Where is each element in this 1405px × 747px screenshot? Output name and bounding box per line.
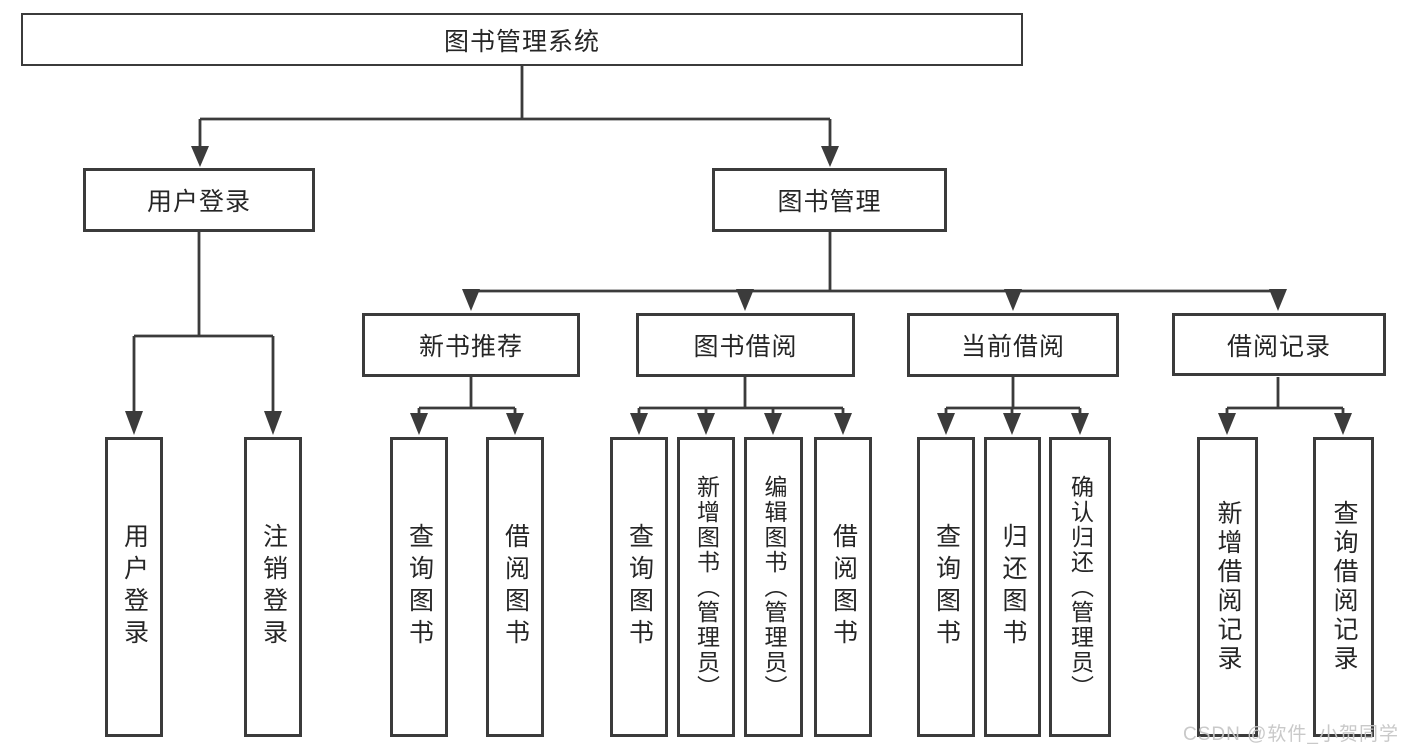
arrowhead	[764, 413, 782, 435]
leaf-add-book-admin-label: 新增图书（管理员）	[693, 474, 720, 700]
arrowhead	[125, 411, 143, 435]
branch-newbook-to-leaves	[417, 377, 517, 415]
user-login-node-label: 用户登录	[146, 188, 251, 216]
leaf-newbook-query-books: 查询图书	[390, 437, 448, 737]
current-borrow-node: 当前借阅	[907, 313, 1119, 377]
book-management-node-label: 图书管理	[777, 188, 882, 216]
leaf-borrow-query-books-label: 查询图书	[625, 523, 654, 651]
root-node-label: 图书管理系统	[443, 27, 600, 56]
leaf-confirm-return-admin-label: 确认归还（管理员）	[1067, 474, 1094, 700]
leaf-confirm-return-admin: 确认归还（管理员）	[1049, 437, 1111, 737]
arrowheads	[125, 146, 1352, 435]
leaf-return-book: 归还图书	[984, 437, 1041, 737]
branch-userlogin-to-leaves	[132, 232, 275, 413]
new-book-recommend-node: 新书推荐	[362, 313, 580, 377]
leaf-logout: 注销登录	[244, 437, 302, 737]
leaf-current-query-books: 查询图书	[917, 437, 975, 737]
arrowhead	[1269, 289, 1287, 311]
arrowhead	[191, 146, 209, 167]
branch-bookmgmt-to-level2	[469, 232, 1280, 294]
book-borrow-label: 图书借阅	[693, 333, 798, 361]
arrowhead	[1003, 413, 1021, 435]
leaf-borrow-borrow-books: 借阅图书	[814, 437, 872, 737]
leaf-newbook-query-books-label: 查询图书	[405, 523, 434, 651]
book-borrow-node: 图书借阅	[636, 313, 855, 377]
new-book-recommend-label: 新书推荐	[418, 333, 523, 361]
leaf-add-borrow-record: 新增借阅记录	[1197, 437, 1258, 737]
root-node-library-system: 图书管理系统	[21, 13, 1023, 66]
arrowhead	[1004, 289, 1022, 311]
arrowhead	[834, 413, 852, 435]
branch-borrowrecord-to-leaves	[1225, 377, 1345, 415]
branch-root-to-level1	[198, 66, 832, 148]
arrowhead	[1334, 413, 1352, 435]
arrowhead	[630, 413, 648, 435]
leaf-add-book-admin: 新增图书（管理员）	[677, 437, 735, 737]
arrowhead	[697, 413, 715, 435]
book-management-node: 图书管理	[712, 168, 947, 232]
leaf-edit-book-admin-label: 编辑图书（管理员）	[761, 474, 787, 700]
leaf-edit-book-admin: 编辑图书（管理员）	[744, 437, 803, 737]
leaf-query-borrow-record: 查询借阅记录	[1313, 437, 1374, 737]
branch-bookborrow-to-leaves	[637, 377, 845, 415]
leaf-query-borrow-record-label: 查询借阅记录	[1330, 500, 1358, 674]
leaf-newbook-borrow-books-label: 借阅图书	[501, 523, 530, 651]
leaf-current-query-books-label: 查询图书	[932, 523, 961, 651]
leaf-add-borrow-record-label: 新增借阅记录	[1214, 500, 1242, 674]
leaf-return-book-label: 归还图书	[999, 523, 1027, 651]
leaf-borrow-borrow-books-label: 借阅图书	[829, 523, 858, 651]
leaf-newbook-borrow-books: 借阅图书	[486, 437, 544, 737]
current-borrow-label: 当前借阅	[960, 333, 1065, 361]
arrowhead	[264, 411, 282, 435]
csdn-watermark: CSDN @软件_小贺同学	[1183, 724, 1399, 745]
arrowhead	[937, 413, 955, 435]
arrowhead	[506, 413, 524, 435]
arrowhead	[1218, 413, 1236, 435]
user-login-node: 用户登录	[83, 168, 315, 232]
arrowhead	[736, 289, 754, 311]
leaf-user-login-label: 用户登录	[120, 523, 149, 651]
arrowhead	[1071, 413, 1089, 435]
arrowhead	[410, 413, 428, 435]
leaf-logout-label: 注销登录	[259, 523, 288, 651]
arrowhead	[462, 289, 480, 311]
leaf-user-login: 用户登录	[105, 437, 163, 737]
borrow-record-node: 借阅记录	[1172, 313, 1386, 376]
borrow-record-label: 借阅记录	[1226, 332, 1331, 361]
leaf-borrow-query-books: 查询图书	[610, 437, 668, 737]
arrowhead	[821, 146, 839, 167]
branch-currentborrow-to-leaves	[944, 377, 1082, 415]
